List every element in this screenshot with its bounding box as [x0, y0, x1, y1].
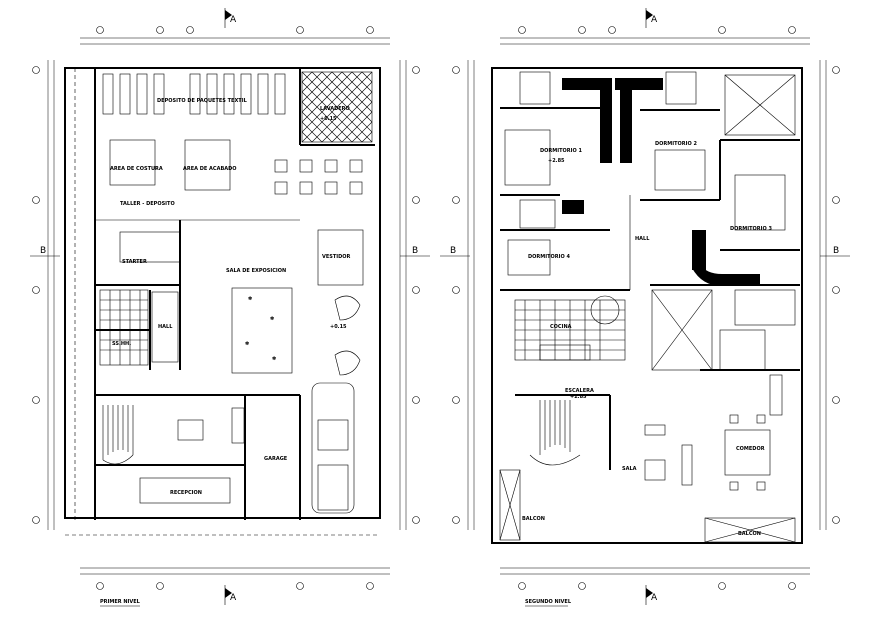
room-label-balcon-right: BALCON — [738, 531, 761, 537]
room-label-dorm2: DORMITORIO 2 — [655, 141, 697, 147]
room-label-hall: HALL — [158, 324, 173, 330]
sheet-primer-nivel: A A B B — [30, 8, 430, 607]
room-label-garage: GARAGE — [264, 456, 288, 462]
sheet-segundo-nivel: A A B B — [440, 8, 850, 607]
room-label-cocina: COCINA — [550, 324, 572, 330]
room-label-ssh: SS.HH. — [112, 341, 131, 347]
skylights — [651, 74, 796, 371]
level-mark: +2.85 — [570, 394, 587, 400]
level-mark: +2.85 — [548, 158, 565, 164]
room-label-dorm1: DORMITORIO 1 — [540, 148, 582, 154]
room-label-hall2: HALL — [635, 236, 650, 242]
level-mark: +0.15 — [330, 324, 347, 330]
section-mark-right-b-2: B — [820, 246, 850, 257]
room-label-dorm4: DORMITORIO 4 — [528, 254, 570, 260]
room-label-balcon-left: BALCON — [522, 516, 545, 522]
room-label-dorm3: DORMITORIO 3 — [730, 226, 772, 232]
stair-segundo-nivel — [529, 400, 581, 466]
svg-text:✽: ✽ — [270, 316, 274, 322]
section-mark-left-b-2: B — [440, 246, 470, 257]
car-garage — [311, 382, 355, 514]
stair-primer-nivel — [102, 405, 134, 465]
svg-text:✽: ✽ — [248, 296, 252, 302]
room-label-recepcion: RECEPCION — [170, 490, 202, 496]
room-label-taller: TALLER - DEPOSITO — [120, 201, 175, 207]
room-labels-segundo-nivel: DORMITORIO 1 DORMITORIO 2 DORMITORIO 3 D… — [522, 141, 772, 537]
section-mark-left-b: B — [30, 246, 60, 257]
svg-text:A: A — [230, 593, 237, 603]
deposito-racks — [102, 73, 286, 115]
room-label-sala-exp: SALA DE EXPOSICION — [226, 268, 286, 274]
svg-text:B: B — [450, 246, 456, 256]
walls-primer-nivel — [64, 67, 381, 536]
level-mark: +0.15 — [320, 116, 337, 122]
room-label-lavadero: LAVADERO — [320, 106, 350, 112]
section-mark-top-a-2: A — [645, 8, 658, 28]
dimension-lines — [47, 37, 407, 575]
work-tables — [109, 139, 364, 286]
sheet-title-primer-nivel: PRIMER NIVEL — [100, 599, 141, 605]
svg-text:A: A — [651, 15, 658, 25]
living-furniture — [644, 374, 783, 486]
lavadero-hatch — [301, 71, 373, 143]
sheet-title-segundo-nivel: SEGUNDO NIVEL — [525, 599, 572, 605]
svg-text:A: A — [651, 593, 658, 603]
section-mark-bottom-a: A — [224, 585, 237, 605]
svg-text:B: B — [40, 246, 46, 256]
svg-text:A: A — [230, 15, 237, 25]
section-mark-top-a: A — [224, 8, 237, 28]
balcony-left — [499, 469, 521, 541]
kitchen-tile — [514, 295, 626, 361]
walls-segundo-nivel — [491, 67, 803, 544]
grid-bubbles-top — [32, 26, 420, 590]
room-label-vestidor: VESTIDOR — [322, 254, 351, 260]
svg-text:B: B — [412, 246, 418, 256]
grid-bubbles-2 — [452, 26, 840, 590]
interior-garden: ✽ ✽ ✽ ✽ — [231, 287, 293, 374]
sofas — [334, 295, 361, 376]
beds — [504, 129, 786, 276]
section-mark-right-b: B — [400, 246, 430, 257]
svg-text:✽: ✽ — [272, 356, 276, 362]
black-walls — [562, 78, 760, 286]
room-label-sala: SALA — [622, 466, 637, 472]
reception-furniture — [139, 407, 245, 504]
section-mark-bottom-a-2: A — [645, 585, 658, 605]
room-labels-primer-nivel: DEPOSITO DE PAQUETES TEXTIL LAVADERO ARE… — [110, 98, 351, 496]
room-label-escalera: ESCALERA — [565, 388, 594, 394]
room-label-starter: STARTER — [122, 259, 147, 265]
room-label-deposito: DEPOSITO DE PAQUETES TEXTIL — [157, 98, 248, 104]
room-label-area-costura: AREA DE COSTURA — [110, 166, 163, 172]
balcony-right — [704, 517, 796, 543]
dimension-lines-2 — [467, 37, 827, 575]
dining-table — [724, 414, 771, 491]
svg-text:✽: ✽ — [245, 341, 249, 347]
baths-2 — [519, 71, 796, 371]
svg-text:B: B — [833, 246, 839, 256]
room-label-area-acabado: AREA DE ACABADO — [183, 166, 237, 172]
sshh-tile — [99, 289, 179, 366]
room-label-comedor: COMEDOR — [736, 446, 765, 452]
